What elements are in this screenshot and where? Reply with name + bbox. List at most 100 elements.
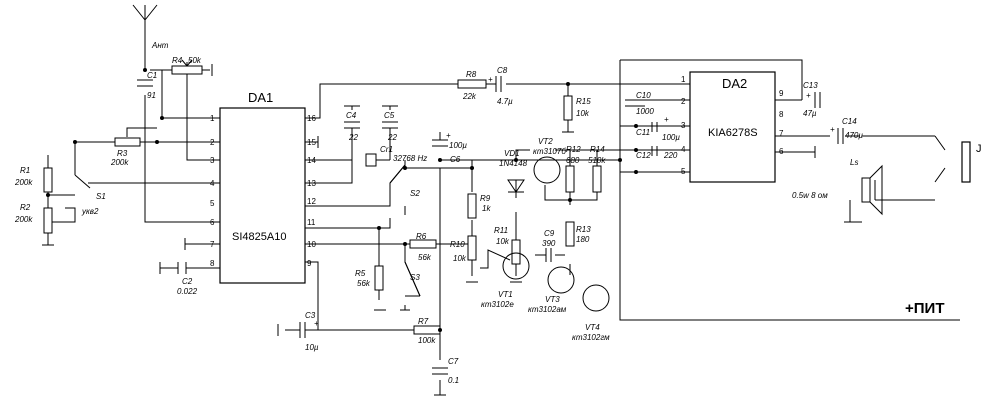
ground-symbols bbox=[42, 64, 856, 396]
junction-dots bbox=[46, 68, 638, 332]
da2-pin-2: 2 bbox=[681, 97, 686, 106]
c6-plates bbox=[432, 139, 448, 147]
vt4-label: VT4 bbox=[585, 323, 600, 332]
c14-plates bbox=[837, 128, 844, 144]
da2-pin-6: 6 bbox=[779, 147, 784, 156]
switch-symbols bbox=[74, 164, 421, 297]
c9-value: 390 bbox=[542, 239, 556, 248]
c7-label: C7 bbox=[448, 357, 459, 366]
power-label: +ПИТ bbox=[905, 300, 945, 317]
c8-label: C8 bbox=[497, 66, 508, 75]
wires bbox=[47, 20, 960, 395]
c3-plus: + bbox=[314, 319, 319, 328]
r3-body bbox=[114, 137, 141, 147]
component-labels: C1 91 R4 50k R3 200k R1 200k R2 200k S1 … bbox=[14, 56, 982, 385]
c7-plates bbox=[432, 367, 448, 375]
c10-value: 1000 bbox=[636, 107, 654, 116]
da1-pin-11: 11 bbox=[307, 218, 316, 227]
c8-plates bbox=[495, 76, 502, 92]
c13-plus: + bbox=[806, 91, 811, 100]
da1-ic-body bbox=[219, 107, 306, 284]
da1-pin-numbers: 1 2 3 4 5 6 7 8 9 10 11 12 13 14 15 16 bbox=[210, 114, 316, 268]
c1-plates bbox=[137, 79, 153, 87]
da1-pin-3: 3 bbox=[210, 156, 215, 165]
semiconductor-symbols bbox=[502, 156, 610, 312]
c12-value: 220 bbox=[663, 151, 678, 160]
capacitor-symbols bbox=[137, 76, 844, 375]
r3-value: 200k bbox=[110, 158, 129, 167]
c14-value: 470µ bbox=[845, 131, 863, 140]
c10-label: C10 bbox=[636, 91, 651, 100]
c14-plus: + bbox=[830, 125, 835, 134]
da2-pin-4: 4 bbox=[681, 145, 686, 154]
r5-body bbox=[374, 265, 384, 291]
r4-wiper bbox=[181, 59, 193, 67]
da1-pin-15: 15 bbox=[307, 138, 316, 147]
c6-label: C6 bbox=[450, 155, 461, 164]
r13-value: 180 bbox=[576, 235, 590, 244]
vd1-diode bbox=[507, 179, 525, 193]
r14-value: 510k bbox=[588, 156, 606, 165]
s2-lever bbox=[389, 164, 406, 184]
c11-plates bbox=[651, 122, 658, 132]
vt4-value: кт3102гм bbox=[572, 333, 610, 342]
vt3-transistor bbox=[547, 266, 575, 294]
c3-value: 10µ bbox=[305, 343, 319, 352]
da2-pin-numbers: 1 2 3 4 5 6 7 8 9 bbox=[681, 75, 784, 176]
r1-body bbox=[43, 167, 53, 193]
da1-pin-2: 2 bbox=[210, 138, 215, 147]
vt3-label: VT3 bbox=[545, 295, 560, 304]
cr1-label: Cr1 bbox=[380, 145, 393, 154]
r13-label: R13 bbox=[576, 225, 591, 234]
ls-label: Ls bbox=[850, 158, 858, 167]
s1-lever bbox=[74, 174, 91, 189]
da1-pin-8: 8 bbox=[210, 259, 215, 268]
c11-plus: + bbox=[664, 115, 669, 124]
da2-pin-3: 3 bbox=[681, 121, 686, 130]
vt1-label: VT1 bbox=[498, 290, 513, 299]
jack-label: J bbox=[976, 143, 982, 155]
cr1-value: 32768 Hz bbox=[393, 154, 427, 163]
vt1-transistor bbox=[502, 252, 530, 280]
s1-label: S1 bbox=[96, 192, 106, 201]
r7-value: 100k bbox=[418, 336, 436, 345]
da1-pin-10: 10 bbox=[307, 240, 316, 249]
c7-value: 0.1 bbox=[448, 376, 459, 385]
da1-pin-7: 7 bbox=[210, 240, 215, 249]
r1-value: 200k bbox=[14, 178, 33, 187]
da2-pin-1: 1 bbox=[681, 75, 686, 84]
r9-label: R9 bbox=[480, 194, 491, 203]
da2-ref-label: DA2 bbox=[722, 76, 747, 91]
da2-pin-5: 5 bbox=[681, 167, 686, 176]
da1-pin-14: 14 bbox=[307, 156, 316, 165]
c4-plates bbox=[344, 121, 360, 129]
vt1-value: кт3102е bbox=[481, 300, 514, 309]
ls-value: 0.5w 8 ом bbox=[792, 191, 828, 200]
da1-part-label: SI4825A10 bbox=[232, 231, 286, 243]
r3-label: R3 bbox=[117, 149, 128, 158]
da1-pin-16: 16 bbox=[307, 114, 316, 123]
jack-symbol bbox=[961, 141, 971, 183]
r10-value: 10k bbox=[453, 254, 467, 263]
r7-label: R7 bbox=[418, 317, 429, 326]
c13-label: C13 bbox=[803, 81, 818, 90]
da1-pin-13: 13 bbox=[307, 179, 316, 188]
r2-value: 200k bbox=[14, 215, 33, 224]
r12-body bbox=[565, 165, 575, 193]
r8-label: R8 bbox=[466, 70, 477, 79]
vt4-transistor bbox=[582, 284, 610, 312]
c9-label: C9 bbox=[544, 229, 555, 238]
c13-value: 47µ bbox=[803, 109, 817, 118]
r8-value: 22k bbox=[462, 92, 477, 101]
r15-value: 10k bbox=[576, 109, 590, 118]
c2-plates bbox=[177, 262, 187, 274]
r7-body bbox=[413, 325, 441, 335]
r9-body bbox=[467, 193, 477, 219]
da2-ic-body bbox=[689, 71, 776, 183]
vt2-value: кт3107б bbox=[533, 147, 566, 156]
s2-label: S2 bbox=[410, 189, 420, 198]
da1-pin-9: 9 bbox=[307, 259, 312, 268]
antenna-label: Ант bbox=[151, 41, 169, 50]
c12-label: C12 bbox=[636, 151, 651, 160]
